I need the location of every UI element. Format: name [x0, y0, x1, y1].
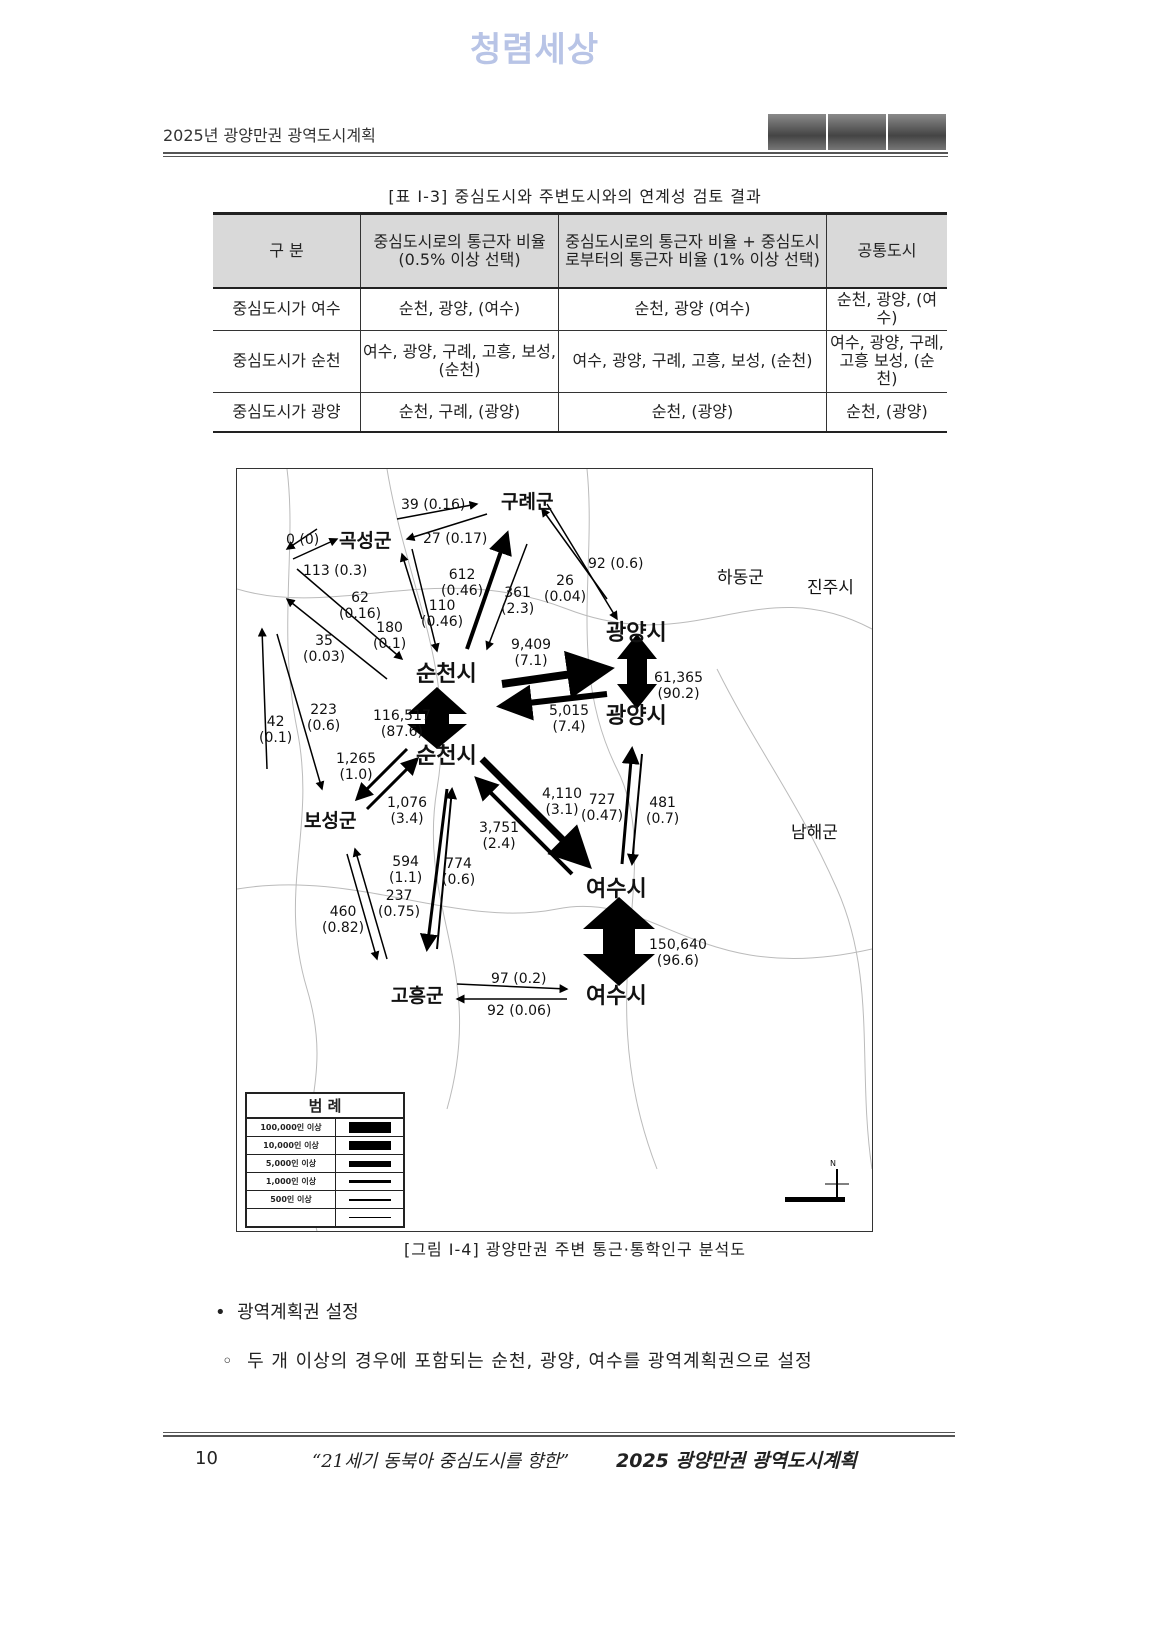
flow-label: 1,265 (1.0): [336, 751, 377, 784]
flow-label: 110 (0.46): [421, 598, 464, 631]
flow-label: 97 (0.2): [491, 971, 547, 987]
city-label: 고흥군: [391, 985, 444, 1007]
flow-label: 774 (0.6): [442, 856, 476, 889]
flow-label: 62 (0.16): [339, 590, 382, 623]
legend-label: 100,000인 이상: [247, 1119, 336, 1136]
flow-label: 116,517 (87.6): [373, 708, 431, 741]
flow-label: 223 (0.6): [307, 702, 341, 735]
flow-label: 113 (0.3): [303, 563, 368, 579]
flow-label: 727 (0.47): [581, 792, 624, 825]
figure-caption: [그림 Ⅰ-4] 광양만권 주변 통근·통학인구 분석도: [404, 1240, 746, 1259]
footer-title: 2025 광양만권 광역도시계획: [616, 1450, 857, 1472]
logo: 청렴세상: [470, 30, 600, 70]
legend-label: 5,000인 이상: [247, 1155, 336, 1172]
flow-label: 39 (0.16): [401, 497, 466, 513]
cell: 여수, 광양, 구례, 고흥, 보성, (순천): [558, 329, 827, 393]
city-label: 광양시: [606, 621, 667, 646]
flow-label: 481 (0.7): [646, 795, 680, 828]
bullet-text: 광역계획권 설정: [237, 1302, 359, 1323]
flow-label: 361 (2.3): [501, 585, 535, 618]
section-bullet: • 광역계획권 설정: [215, 1302, 359, 1323]
cell: 중심도시가 여수: [213, 287, 361, 331]
header-cell: 중심도시로의 통근자 비율(0.5% 이상 선택): [360, 212, 559, 289]
flow-label: 180 (0.1): [373, 620, 407, 653]
flow-label: 150,640 (96.6): [649, 937, 707, 970]
cell: 순천, (광양): [826, 391, 947, 434]
north-arrow: [825, 1169, 849, 1199]
cell: 순천, 광양 (여수): [558, 287, 827, 331]
flow-label: 594 (1.1): [389, 854, 423, 887]
region-label: 하동군: [717, 568, 764, 588]
header-cell: 구 분: [213, 212, 361, 289]
legend-label: 10,000인 이상: [247, 1137, 336, 1154]
cell: 순천, 광양, (여수): [826, 287, 947, 331]
legend-row: [247, 1209, 403, 1226]
city-label: 순천시: [416, 662, 477, 687]
city-label: 여수시: [586, 984, 647, 1009]
table-header-row: 구 분 중심도시로의 통근자 비율(0.5% 이상 선택) 중심도시로의 통근자…: [213, 212, 947, 289]
flow-label: 92 (0.06): [487, 1003, 552, 1019]
legend-label: 500인 이상: [247, 1191, 336, 1208]
flow-label: 9,409 (7.1): [511, 637, 552, 670]
cell: 순천, (광양): [558, 391, 827, 434]
flow-label: 42 (0.1): [259, 714, 293, 747]
linkage-table: 구 분 중심도시로의 통근자 비율(0.5% 이상 선택) 중심도시로의 통근자…: [213, 212, 947, 434]
north-label: N: [830, 1159, 836, 1168]
legend-row: 1,000인 이상: [247, 1173, 403, 1191]
flow-label: 1,076 (3.4): [387, 795, 428, 828]
flow-label: 612 (0.46): [441, 567, 484, 600]
header-cell: 공통도시: [826, 212, 947, 289]
footer-slogan: “21세기 동북아 중심도시를 향한”: [312, 1451, 570, 1472]
header-photos: [768, 114, 946, 150]
flow-label: 460 (0.82): [322, 904, 365, 937]
flow-label: 0 (0): [286, 532, 320, 548]
legend-label: 1,000인 이상: [247, 1173, 336, 1190]
flow-label: 61,365 (90.2): [654, 670, 703, 703]
flow-label: 35 (0.03): [303, 633, 346, 666]
flow-label: 3,751 (2.4): [479, 820, 520, 853]
footer-divider: [163, 1432, 955, 1437]
cell: 순천, 구례, (광양): [360, 391, 559, 434]
flow-label: 5,015 (7.4): [549, 703, 590, 736]
sub-item: ◦ 두 개 이상의 경우에 포함되는 순천, 광양, 여수를 광역계획권으로 설…: [222, 1351, 813, 1372]
flow-label: 4,110 (3.1): [542, 786, 583, 819]
region-label: 남해군: [791, 823, 838, 843]
flow-arrows: [257, 500, 643, 1004]
city-label: 순천시: [416, 744, 477, 769]
flow-label: 237 (0.75): [378, 888, 421, 921]
header-cell: 중심도시로의 통근자 비율 + 중심도시로부터의 통근자 비율 (1% 이상 선…: [558, 212, 827, 289]
legend-title: 범 례: [247, 1094, 403, 1119]
table-caption: [표 Ⅰ-3] 중심도시와 주변도시와의 연계성 검토 결과: [388, 187, 762, 206]
flow-label: 27 (0.17): [423, 531, 488, 547]
map-legend: 범 례 100,000인 이상 10,000인 이상 5,000인 이상 1,0…: [245, 1092, 405, 1228]
legend-row: 10,000인 이상: [247, 1137, 403, 1155]
major-flow-arrows: [407, 634, 657, 986]
cell: 순천, 광양, (여수): [360, 287, 559, 331]
city-label: 광양시: [606, 704, 667, 729]
region-label: 진주시: [807, 578, 854, 598]
cell: 여수, 광양, 구례, 고흥, 보성, (순천): [360, 329, 559, 393]
cell: 중심도시가 순천: [213, 329, 361, 393]
flow-label: 26 (0.04): [544, 573, 587, 606]
city-label: 구례군: [501, 491, 554, 513]
scale-bar: [785, 1197, 845, 1202]
legend-row: 100,000인 이상: [247, 1119, 403, 1137]
city-label: 보성군: [304, 810, 357, 832]
page-number: 10: [195, 1448, 218, 1469]
legend-row: 500인 이상: [247, 1191, 403, 1209]
cell: 여수, 광양, 구례, 고흥 보성, (순천): [826, 329, 947, 393]
flow-label: 92 (0.6): [588, 556, 644, 572]
city-label: 여수시: [586, 877, 647, 902]
header-title: 2025년 광양만권 광역도시계획: [163, 126, 376, 145]
city-label: 곡성군: [339, 530, 392, 552]
cell: 중심도시가 광양: [213, 391, 361, 434]
header-divider: [163, 152, 948, 157]
legend-row: 5,000인 이상: [247, 1155, 403, 1173]
sub-item-text: 두 개 이상의 경우에 포함되는 순천, 광양, 여수를 광역계획권으로 설정: [247, 1351, 813, 1372]
